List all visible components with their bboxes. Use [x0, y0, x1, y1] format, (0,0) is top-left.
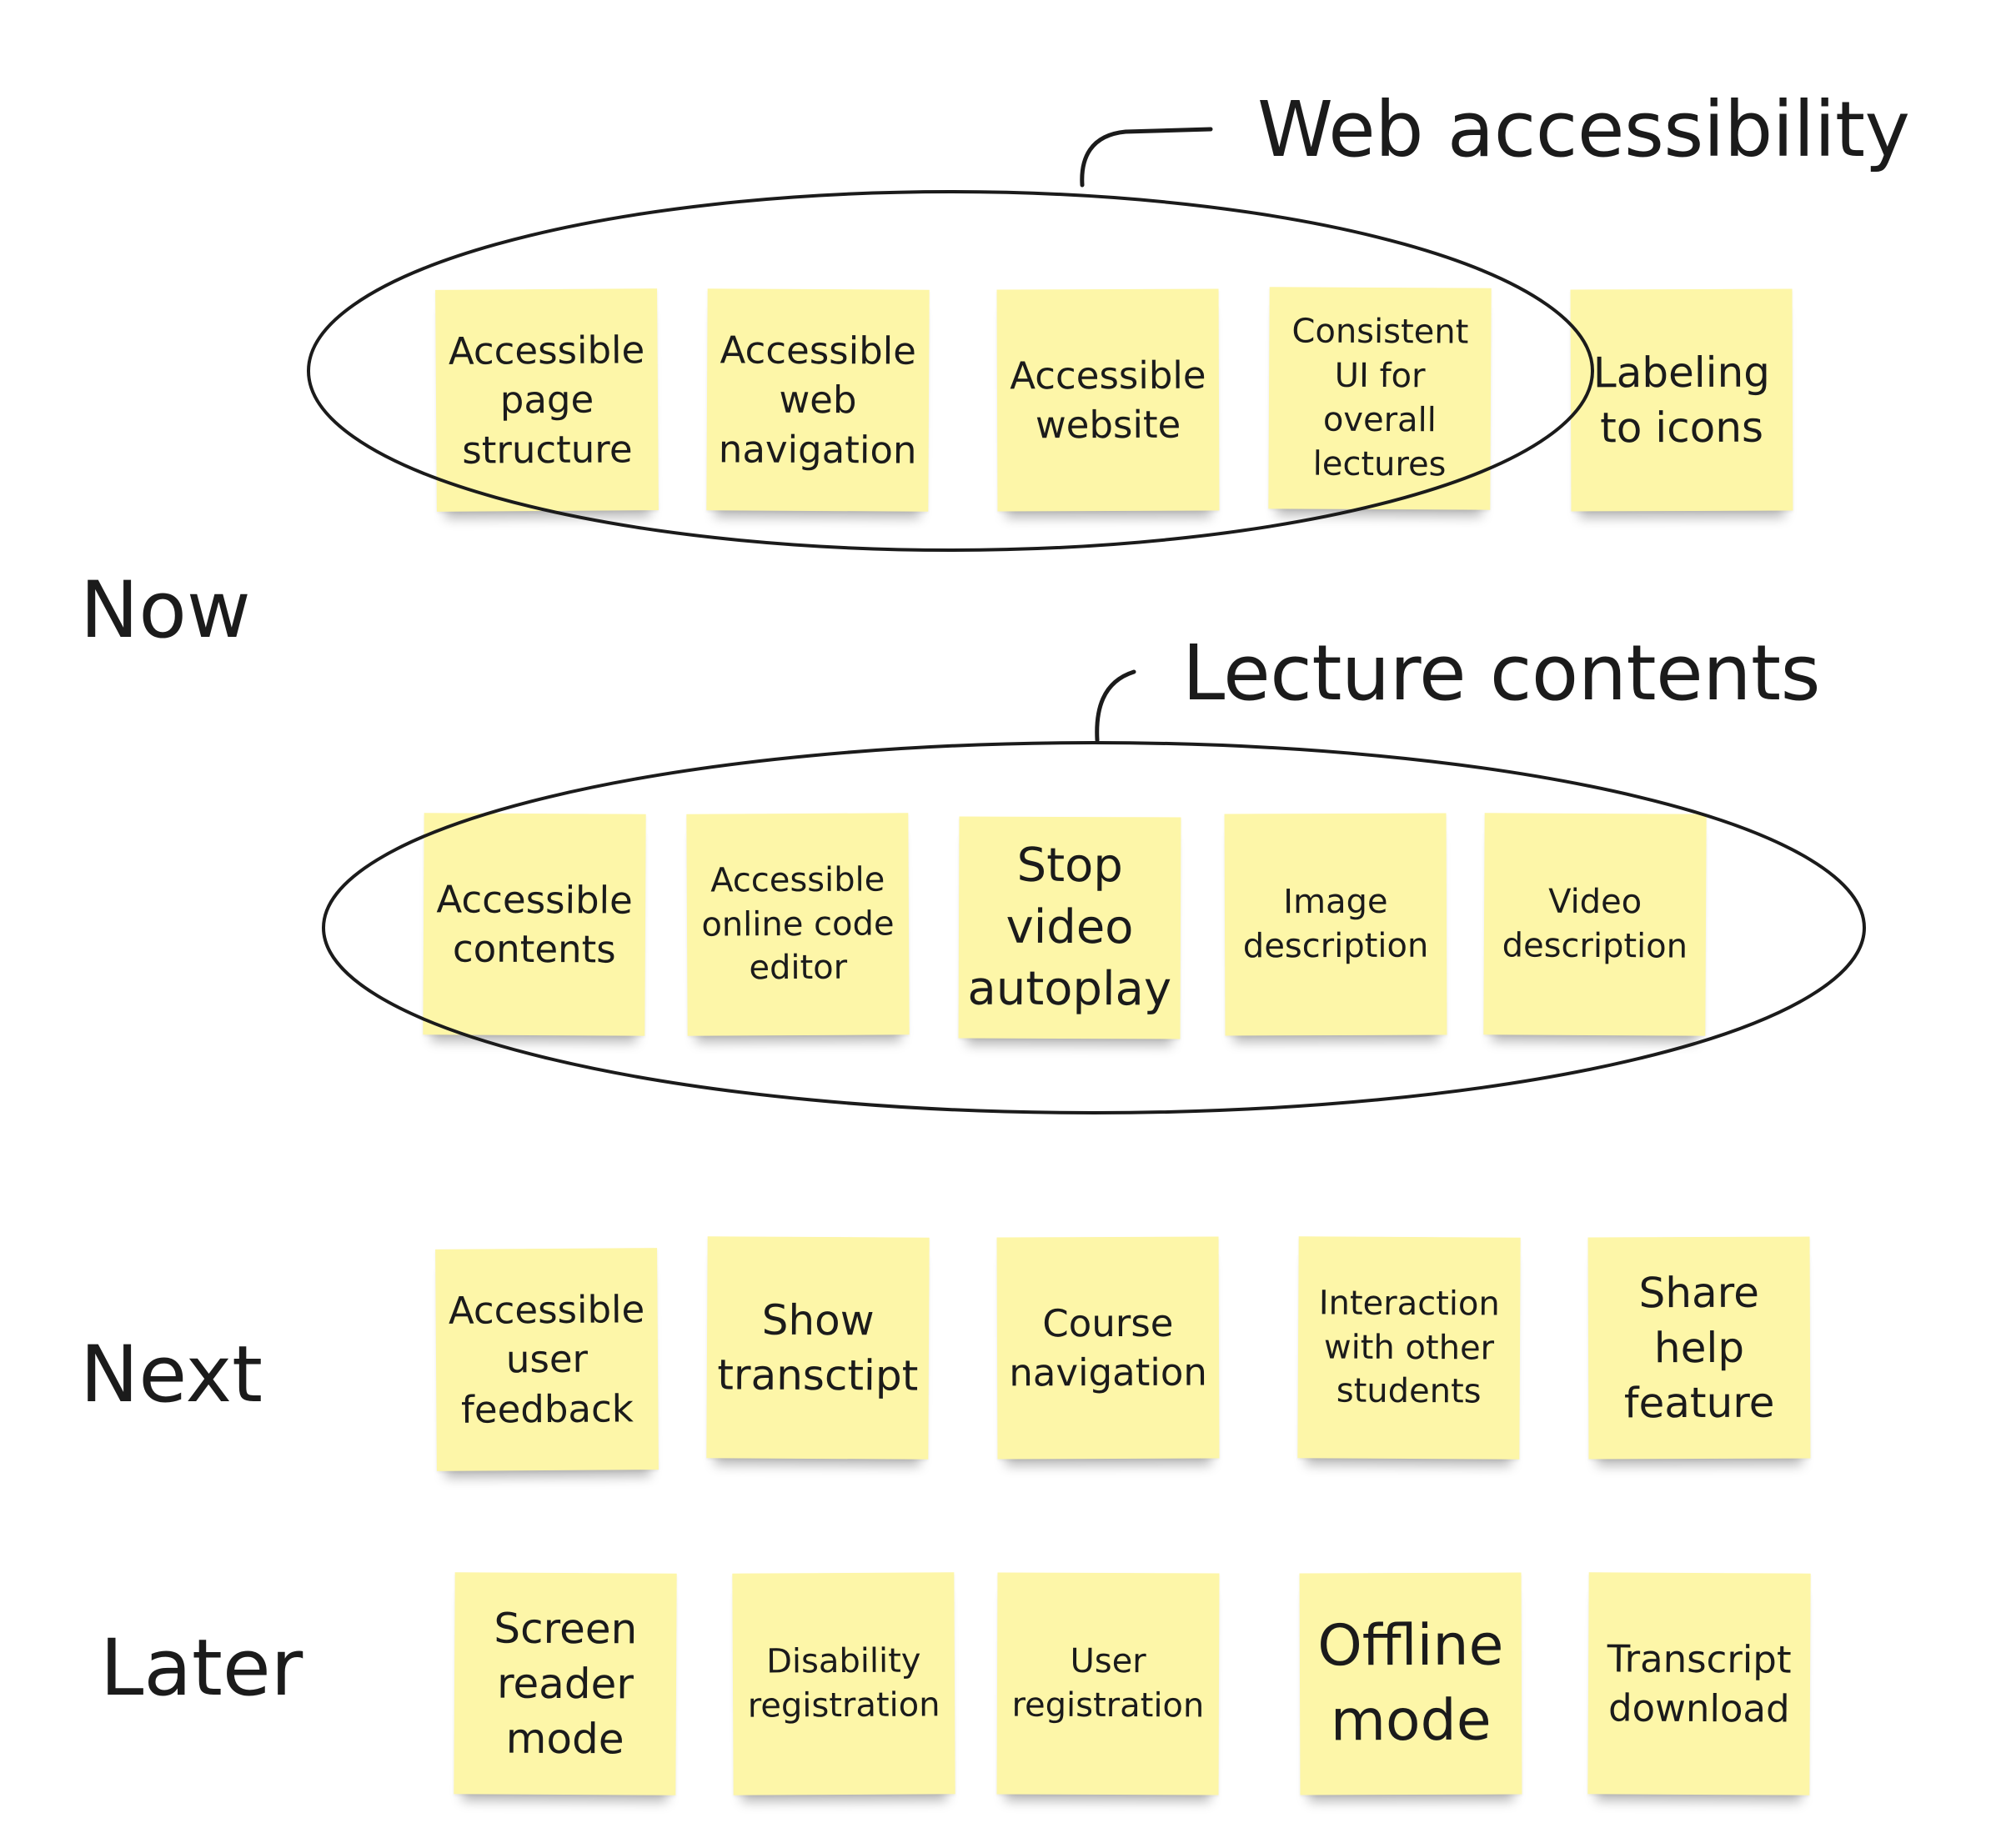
row-label-next: Next: [80, 1330, 263, 1420]
sticky-note[interactable]: Interaction with other students: [1297, 1236, 1521, 1460]
sticky-note-text: Accessible contents: [436, 876, 633, 972]
sticky-note[interactable]: Accessible online code editor: [686, 813, 910, 1036]
sticky-note[interactable]: Labeling to icons: [1570, 288, 1793, 512]
sticky-note-text: Course navigation: [1009, 1300, 1207, 1395]
sticky-note-text: Interaction with other students: [1318, 1284, 1500, 1411]
sticky-note-text: Video description: [1502, 882, 1688, 966]
sticky-note-text: Accessible online code editor: [701, 860, 895, 988]
sticky-note[interactable]: Show transctipt: [706, 1236, 930, 1460]
sticky-note-text: Consistent UI for overall lectures: [1291, 312, 1469, 484]
sticky-note-text: Image description: [1242, 882, 1429, 966]
sticky-note-text: Stop video autoplay: [967, 838, 1172, 1017]
sticky-note-text: Show transctipt: [717, 1295, 919, 1400]
sticky-note-text: Transcript download: [1607, 1636, 1792, 1731]
row-label-now: Now: [80, 565, 251, 656]
sticky-note[interactable]: Video description: [1483, 813, 1707, 1036]
sticky-note[interactable]: Stop video autoplay: [958, 816, 1181, 1039]
sticky-note[interactable]: Accessible web navigation: [706, 288, 930, 512]
sticky-note-text: Share help feature: [1623, 1268, 1775, 1428]
sticky-note-text: Disability registration: [747, 1641, 940, 1725]
web-accessibility-heading: Web accessibility: [1257, 85, 1910, 174]
sticky-note[interactable]: Accessible user feedback: [435, 1248, 659, 1471]
sticky-note[interactable]: Accessible contents: [423, 813, 646, 1036]
sticky-note-text: Accessible website: [1010, 353, 1206, 448]
sticky-note[interactable]: Image description: [1224, 813, 1447, 1036]
sticky-note-text: Accessible user feedback: [448, 1287, 645, 1432]
sticky-note[interactable]: Screen reader mode: [454, 1572, 677, 1795]
lecture-contents-connector: [1095, 669, 1136, 743]
sticky-note-text: Accessible page structure: [448, 328, 645, 473]
sticky-note[interactable]: Course navigation: [996, 1236, 1220, 1460]
sticky-note[interactable]: Share help feature: [1587, 1236, 1811, 1460]
row-label-later: Later: [100, 1623, 303, 1714]
sticky-note[interactable]: Transcript download: [1587, 1572, 1811, 1795]
sticky-note[interactable]: Consistent UI for overall lectures: [1268, 287, 1492, 510]
sticky-note-text: Offline mode: [1317, 1612, 1504, 1755]
sticky-note[interactable]: Disability registration: [732, 1572, 955, 1795]
sticky-note[interactable]: Offline mode: [1299, 1572, 1522, 1795]
web-accessibility-connector: [1080, 127, 1213, 188]
sticky-note[interactable]: Accessible website: [996, 288, 1220, 512]
sticky-note-text: Labeling to icons: [1592, 348, 1771, 453]
sticky-note-text: Screen reader mode: [494, 1604, 638, 1764]
lecture-contents-heading: Lecture contents: [1182, 629, 1821, 718]
sticky-note-text: User registration: [1011, 1642, 1205, 1725]
sticky-note-text: Accessible web navigation: [718, 328, 917, 473]
sticky-note[interactable]: User registration: [996, 1572, 1220, 1795]
sticky-note[interactable]: Accessible page structure: [435, 288, 659, 512]
